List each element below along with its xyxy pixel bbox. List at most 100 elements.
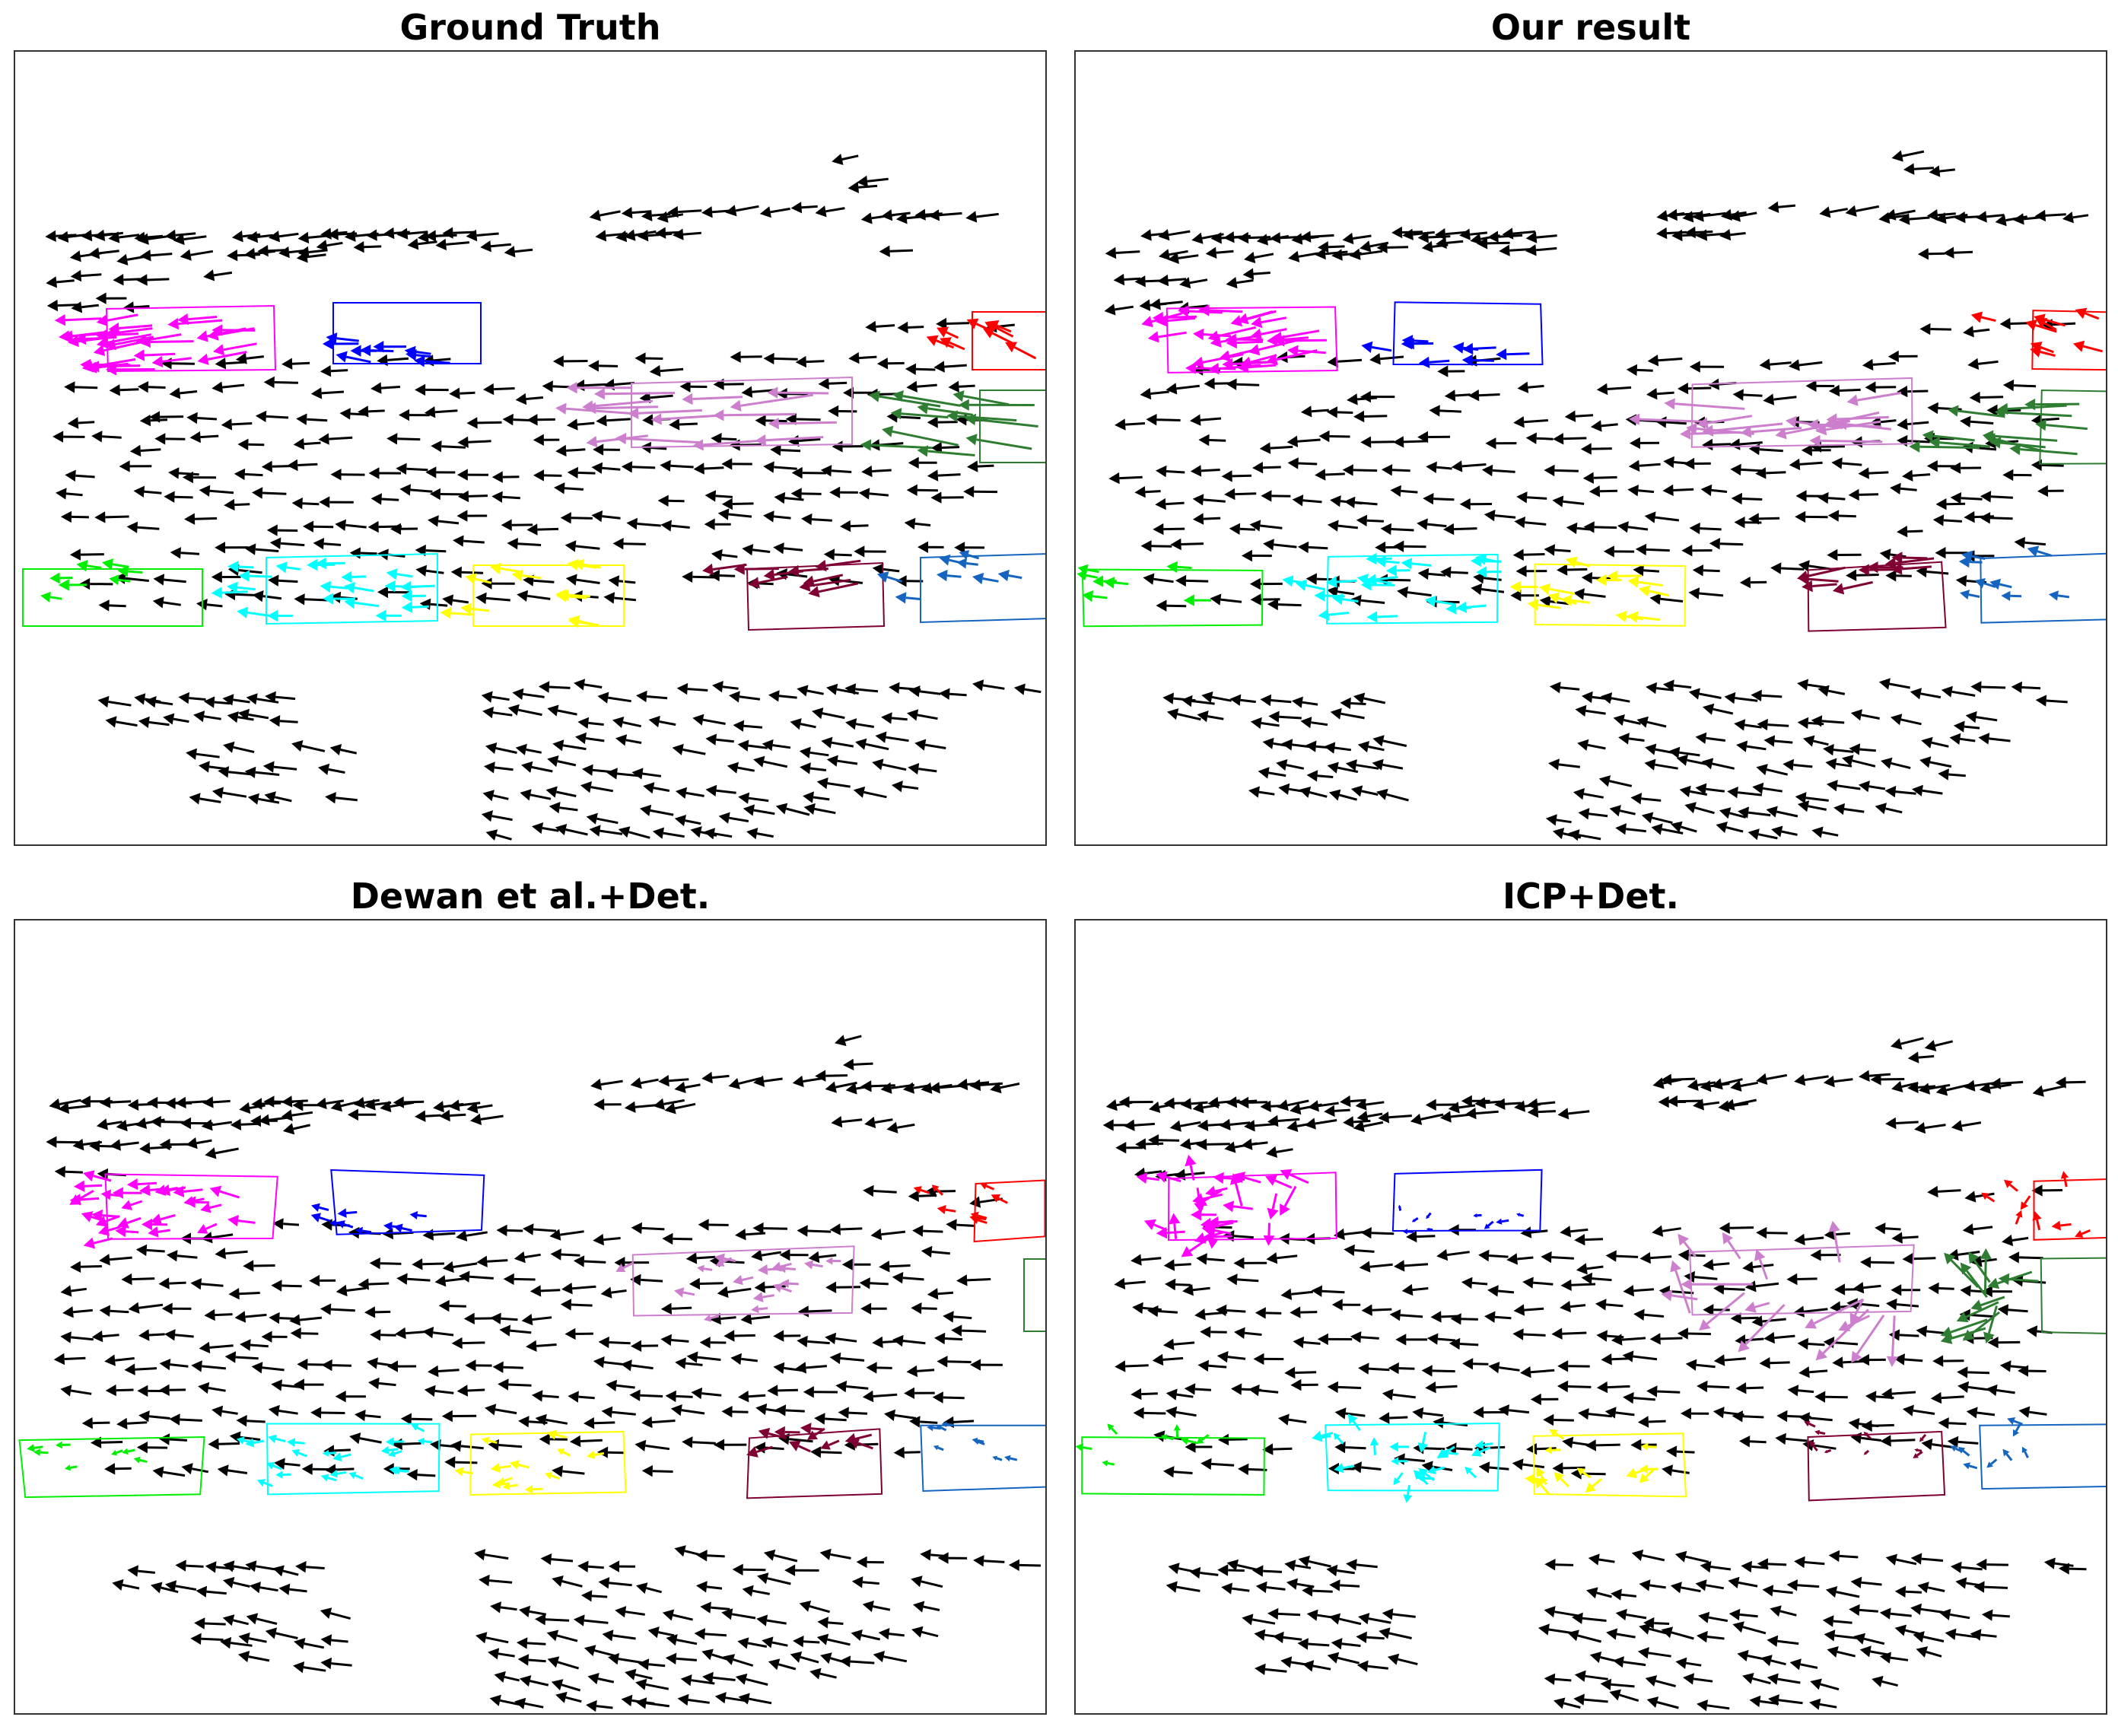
background-flow-arrow-head — [1168, 252, 1179, 264]
background-flow-arrow-head — [325, 792, 336, 804]
background-flow-arrow-shaft — [889, 249, 914, 253]
background-flow-arrow-head — [1613, 1656, 1624, 1668]
object-flow-arrow-magenta-shaft — [102, 1214, 119, 1218]
background-flow-arrow-head — [262, 761, 275, 773]
object-flow-arrow-orchid-shaft — [780, 1262, 792, 1268]
background-flow-arrow-head — [419, 598, 431, 610]
object-flow-arrow-steel_blue-head — [1958, 556, 1970, 568]
background-flow-arrow-head — [1266, 1252, 1278, 1264]
background-flow-arrow-shaft — [831, 469, 852, 473]
background-flow-arrow-head — [1390, 485, 1401, 498]
background-flow-arrow-head — [1881, 1388, 1893, 1400]
background-flow-arrow-head — [104, 1354, 116, 1366]
background-flow-arrow-head — [1306, 770, 1318, 782]
object-flow-arrow-cyan-head — [375, 609, 386, 622]
background-flow-arrow-head — [72, 1138, 84, 1151]
object-flow-arrow-yellow-head — [1544, 1446, 1552, 1455]
background-flow-arrow-shaft — [297, 463, 318, 466]
background-flow-arrow-head — [1290, 1306, 1301, 1318]
background-flow-arrow-shaft — [1340, 1584, 1360, 1588]
background-flow-arrow-head — [1157, 274, 1169, 287]
background-flow-arrow-head — [191, 1360, 202, 1372]
object-flow-arrow-yellow-shaft — [499, 1464, 511, 1469]
background-flow-arrow-shaft — [1742, 1415, 1764, 1419]
object-flow-arrow-red-shaft — [2035, 323, 2057, 333]
background-flow-arrow-head — [1512, 1328, 1524, 1340]
background-flow-arrow-shaft — [653, 787, 670, 792]
background-flow-arrow-head — [194, 1617, 205, 1629]
object-flow-arrow-cyan-head — [237, 606, 249, 618]
background-flow-arrow-shaft — [71, 1287, 87, 1292]
background-flow-arrow-head — [1938, 1417, 1949, 1429]
object-flow-arrow-steel_blue-head — [2002, 1448, 2010, 1457]
object-flow-arrow-lime-head — [40, 591, 51, 603]
background-flow-arrow-head — [570, 1435, 581, 1448]
background-flow-arrow-shaft — [1277, 603, 1302, 607]
object-flow-arrow-blue-head — [1426, 1227, 1429, 1231]
object-box-steel_blue — [1979, 1423, 2106, 1490]
background-flow-arrow-head — [820, 465, 832, 477]
object-flow-arrow-magenta-shaft — [103, 340, 145, 352]
background-flow-arrow-head — [808, 1251, 820, 1264]
background-flow-arrow-head — [704, 518, 715, 530]
background-flow-arrow-shaft — [407, 1277, 431, 1282]
background-flow-arrow-shaft — [557, 709, 577, 716]
background-flow-arrow-head — [1410, 1113, 1423, 1125]
background-flow-arrow-head — [1700, 1560, 1712, 1573]
object-flow-arrow-orchid-shaft — [604, 392, 676, 396]
background-flow-arrow-shaft — [494, 766, 514, 771]
background-flow-arrow-shaft — [1236, 1278, 1259, 1283]
background-flow-arrow-head — [205, 1561, 217, 1573]
background-flow-arrow-head — [1474, 1097, 1487, 1109]
background-flow-arrow-head — [636, 1582, 648, 1595]
background-flow-arrow-head — [1914, 1122, 1926, 1134]
background-flow-arrow-shaft — [1562, 1331, 1587, 1335]
background-flow-arrow-shaft — [984, 1560, 1005, 1563]
object-flow-arrow-magenta-shaft — [169, 1186, 186, 1191]
background-flow-arrow-head — [757, 1572, 769, 1585]
background-flow-arrow-head — [1402, 228, 1414, 240]
background-flow-arrow-head — [803, 1386, 814, 1398]
background-flow-arrow-shaft — [748, 796, 769, 803]
background-flow-arrow-shaft — [1388, 1632, 1412, 1639]
background-flow-arrow-head — [1590, 420, 1602, 432]
background-flow-arrow-shaft — [292, 361, 310, 365]
background-flow-arrow-head — [790, 718, 802, 730]
background-flow-arrow-shaft — [524, 1253, 541, 1259]
background-flow-arrow-shaft — [746, 1677, 768, 1686]
object-flow-arrow-cyan-shaft — [396, 573, 413, 578]
background-flow-arrow-head — [1221, 470, 1232, 482]
background-flow-arrow-shaft — [663, 831, 685, 838]
background-flow-arrow-head — [1162, 692, 1174, 704]
background-flow-arrow-head — [246, 693, 258, 705]
background-flow-arrow-head — [1372, 758, 1384, 771]
object-flow-arrow-blue-head — [409, 1211, 418, 1219]
object-flow-arrow-cyan-head — [1476, 566, 1487, 578]
background-flow-arrow-head — [635, 1678, 647, 1690]
background-flow-arrow-shaft — [259, 1586, 278, 1592]
background-flow-arrow-head — [908, 1190, 919, 1202]
background-flow-arrow-shaft — [1913, 167, 1934, 170]
background-flow-arrow-shaft — [1729, 1226, 1754, 1229]
background-flow-arrow-head — [1382, 1608, 1394, 1620]
background-flow-arrow-shaft — [681, 1409, 705, 1415]
background-flow-arrow-shaft — [1312, 1664, 1331, 1671]
background-flow-arrow-head — [591, 462, 603, 474]
object-flow-arrow-red-head — [966, 318, 979, 329]
background-flow-arrow-head — [153, 574, 165, 586]
background-flow-arrow-head — [1331, 1299, 1343, 1311]
background-flow-arrow-head — [390, 523, 402, 535]
object-flow-arrow-green_dark-shaft — [2020, 448, 2078, 456]
background-flow-arrow-head — [431, 440, 442, 453]
background-flow-arrow-shaft — [1334, 746, 1351, 752]
background-flow-arrow-head — [652, 827, 664, 839]
background-flow-arrow-shaft — [1248, 236, 1271, 240]
background-flow-arrow-shaft — [514, 248, 533, 253]
object-flow-arrow-steel_blue-shaft — [996, 1457, 1003, 1461]
background-flow-arrow-shaft — [1920, 1607, 1944, 1614]
background-flow-arrow-shaft — [234, 503, 250, 507]
object-flow-arrow-steel_blue-head — [992, 1455, 998, 1461]
background-flow-arrow-head — [621, 1694, 633, 1706]
background-flow-arrow-head — [1797, 1337, 1809, 1350]
background-flow-arrow-head — [1224, 488, 1236, 501]
